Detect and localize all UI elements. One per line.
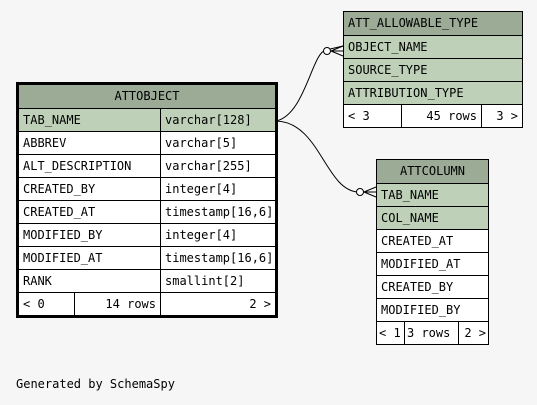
- column-name: RANK: [19, 270, 161, 292]
- table-row: TAB_NAME varchar[128]: [19, 108, 275, 131]
- table-footer: < 3 45 rows 3 >: [344, 104, 522, 127]
- table-row: MODIFIED_BY: [377, 298, 488, 321]
- table-title: ATTCOLUMN: [399, 164, 466, 178]
- table-row: OBJECT_NAME: [344, 35, 522, 58]
- children-count[interactable]: 2 >: [249, 297, 271, 311]
- table-row: ALT_DESCRIPTION varchar[255]: [19, 154, 275, 177]
- column-name: OBJECT_NAME: [348, 40, 428, 54]
- column-name: ALT_DESCRIPTION: [19, 155, 161, 177]
- column-name: TAB_NAME: [381, 188, 439, 202]
- table-title: ATT_ALLOWABLE_TYPE: [348, 16, 479, 30]
- table-row: CREATED_BY: [377, 275, 488, 298]
- table-footer: < 1 3 rows 2 >: [377, 321, 488, 344]
- parents-count[interactable]: < 1: [377, 322, 405, 344]
- link-end-circle: [323, 47, 331, 55]
- crowfoot: [363, 186, 377, 198]
- table-attcolumn[interactable]: ATTCOLUMN TAB_NAME COL_NAME CREATED_AT M…: [376, 159, 489, 345]
- children-count[interactable]: 3 >: [496, 109, 518, 123]
- column-name: MODIFIED_BY: [19, 224, 161, 246]
- column-name: MODIFIED_AT: [19, 247, 161, 269]
- table-row: RANK smallint[2]: [19, 269, 275, 292]
- table-row: MODIFIED_BY integer[4]: [19, 223, 275, 246]
- crowfoot: [330, 45, 344, 57]
- column-type: smallint[2]: [165, 274, 245, 288]
- column-name: ATTRIBUTION_TYPE: [348, 86, 464, 100]
- row-count: 14 rows: [75, 293, 161, 315]
- generated-by-credit: Generated by SchemaSpy: [16, 377, 175, 391]
- column-name: MODIFIED_AT: [381, 257, 461, 271]
- table-att-allowable-type[interactable]: ATT_ALLOWABLE_TYPE OBJECT_NAME SOURCE_TY…: [343, 11, 523, 128]
- table-row: COL_NAME: [377, 206, 488, 229]
- column-name: TAB_NAME: [19, 109, 161, 131]
- column-type: varchar[255]: [165, 159, 252, 173]
- table-row: MODIFIED_AT timestamp[16,6]: [19, 246, 275, 269]
- link-attobject-att-allowable-type: [275, 45, 344, 122]
- column-type: timestamp[16,6]: [165, 205, 274, 219]
- table-attobject[interactable]: ATTOBJECT TAB_NAME varchar[128] ABBREV v…: [16, 82, 278, 318]
- link-attobject-attcolumn: [275, 120, 376, 193]
- link-end-circle: [356, 188, 364, 196]
- table-row: CREATED_AT: [377, 229, 488, 252]
- table-header[interactable]: ATT_ALLOWABLE_TYPE: [344, 12, 522, 35]
- parents-count[interactable]: < 0: [19, 293, 75, 315]
- table-row: SOURCE_TYPE: [344, 58, 522, 81]
- row-count: 3 rows: [405, 322, 459, 344]
- table-footer: < 0 14 rows 2 >: [19, 292, 275, 315]
- column-name: MODIFIED_BY: [381, 303, 461, 317]
- column-type: integer[4]: [165, 228, 238, 242]
- column-type: varchar[5]: [165, 136, 238, 150]
- column-type: timestamp[16,6]: [165, 251, 274, 265]
- table-row: ATTRIBUTION_TYPE: [344, 81, 522, 104]
- column-name: COL_NAME: [381, 211, 439, 225]
- column-type: varchar[128]: [165, 113, 252, 127]
- column-name: CREATED_BY: [381, 280, 454, 294]
- column-name: CREATED_BY: [19, 178, 161, 200]
- table-row: CREATED_AT timestamp[16,6]: [19, 200, 275, 223]
- column-name: ABBREV: [19, 132, 161, 154]
- table-header[interactable]: ATTOBJECT: [19, 85, 275, 108]
- parents-count[interactable]: < 3: [344, 105, 402, 127]
- column-name: SOURCE_TYPE: [348, 63, 428, 77]
- children-count[interactable]: 2 >: [464, 326, 486, 340]
- row-count: 45 rows: [402, 105, 482, 127]
- table-row: ABBREV varchar[5]: [19, 131, 275, 154]
- table-row: MODIFIED_AT: [377, 252, 488, 275]
- table-row: CREATED_BY integer[4]: [19, 177, 275, 200]
- table-title: ATTOBJECT: [114, 89, 180, 103]
- table-row: TAB_NAME: [377, 183, 488, 206]
- column-name: CREATED_AT: [19, 201, 161, 223]
- column-type: integer[4]: [165, 182, 238, 196]
- table-header[interactable]: ATTCOLUMN: [377, 160, 488, 183]
- column-name: CREATED_AT: [381, 234, 454, 248]
